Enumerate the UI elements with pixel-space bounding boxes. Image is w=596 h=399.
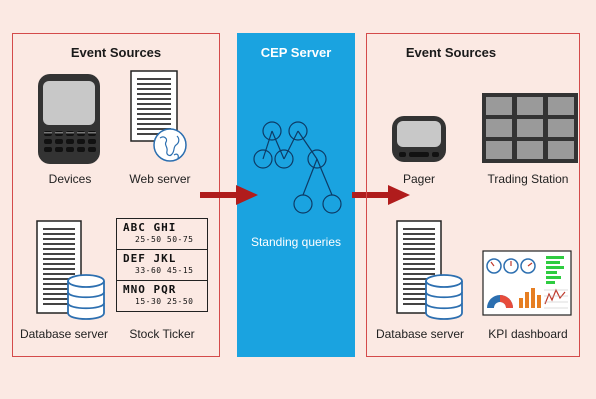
kpi-dashboard-label: KPI dashboard xyxy=(488,327,568,341)
ticker-symbols: MNO PQR xyxy=(123,283,177,296)
ticker-row: ABC GHI 25-50 50-75 xyxy=(117,219,207,250)
ticker-symbols: ABC GHI xyxy=(123,221,177,234)
trading-station-icon xyxy=(482,93,578,163)
ticker-row: DEF JKL 33-60 45-15 xyxy=(117,250,207,281)
arrow-from-cep-icon xyxy=(352,185,410,205)
devices-label: Devices xyxy=(48,172,92,186)
globe-icon xyxy=(153,128,187,162)
standing-queries-label: Standing queries xyxy=(250,235,342,249)
trading-station-label: Trading Station xyxy=(487,172,569,186)
smartphone-icon xyxy=(38,74,100,164)
ticker-values: 25-50 50-75 xyxy=(135,235,194,244)
database-icon xyxy=(67,274,105,320)
query-tree-icon xyxy=(253,121,342,214)
arrow-to-cep-icon xyxy=(200,185,258,205)
pager-label: Pager xyxy=(402,172,436,186)
ticker-values: 33-60 45-15 xyxy=(135,266,194,275)
web-page-icon xyxy=(130,70,178,142)
cep-server-title: CEP Server xyxy=(260,45,332,60)
right-panel-title: Event Sources xyxy=(405,45,497,60)
stock-ticker-label: Stock Ticker xyxy=(129,327,195,341)
right-database-server-label: Database server xyxy=(375,327,465,341)
right-event-sources-panel xyxy=(366,33,580,357)
ticker-values: 15-30 25-50 xyxy=(135,297,194,306)
pager-icon xyxy=(392,116,446,162)
left-panel-title: Event Sources xyxy=(70,45,162,60)
web-server-label: Web server xyxy=(129,172,191,186)
left-database-server-label: Database server xyxy=(19,327,109,341)
ticker-row: MNO PQR 15-30 25-50 xyxy=(117,281,207,312)
stock-ticker-display: ABC GHI 25-50 50-75 DEF JKL 33-60 45-15 … xyxy=(116,218,208,312)
kpi-dashboard-icon xyxy=(482,250,572,316)
database-icon xyxy=(425,274,463,320)
ticker-symbols: DEF JKL xyxy=(123,252,177,265)
